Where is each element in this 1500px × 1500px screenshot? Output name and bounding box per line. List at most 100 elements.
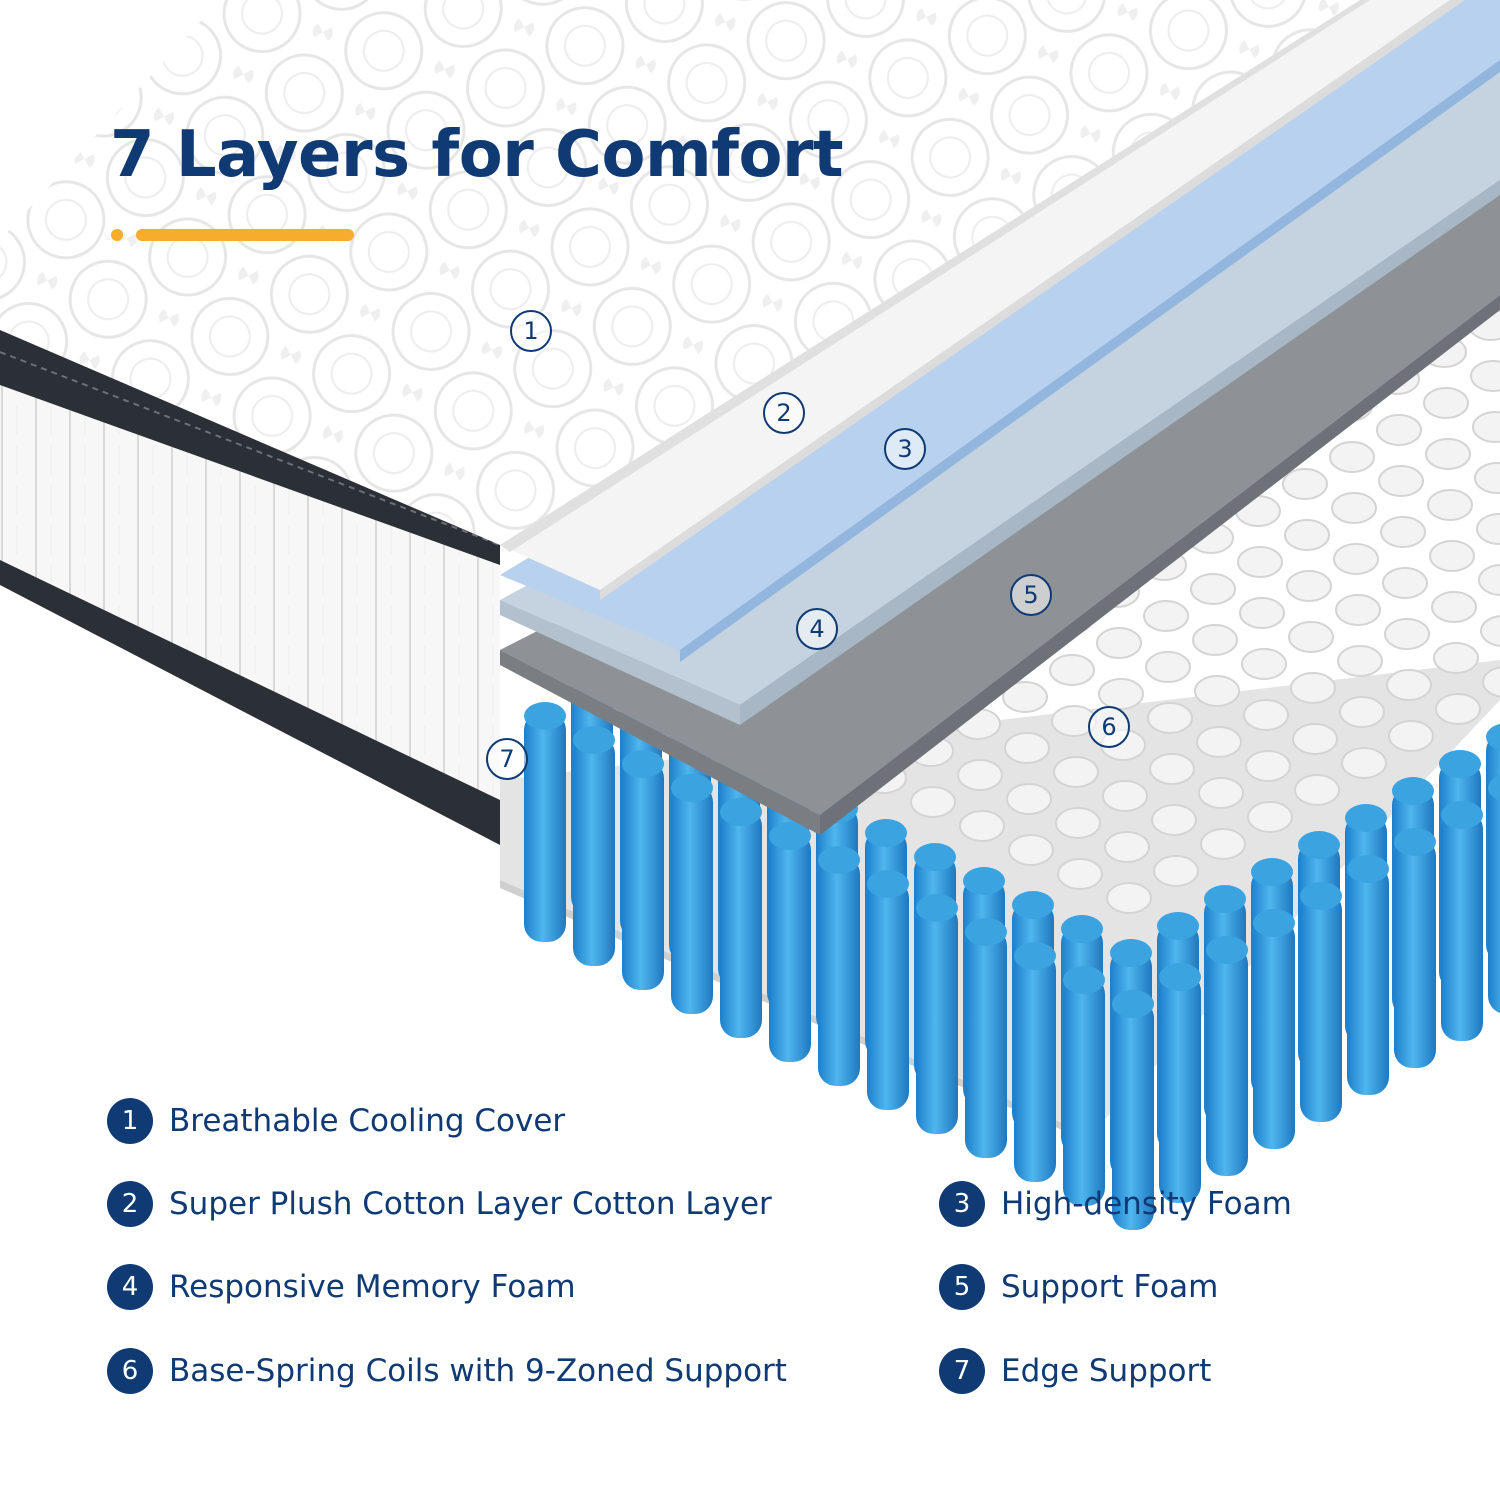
edge-coil xyxy=(1441,801,1483,1041)
inner-coil xyxy=(1294,774,1340,806)
inner-coil xyxy=(1388,720,1434,752)
legend-number-badge: 6 xyxy=(107,1348,153,1394)
inner-coil xyxy=(1384,618,1430,650)
inner-coil xyxy=(1427,489,1473,521)
legend-label: High-density Foam xyxy=(1001,1186,1292,1222)
inner-coil xyxy=(1331,492,1377,524)
inner-coil xyxy=(1239,597,1285,629)
inner-coil xyxy=(1329,441,1375,473)
inner-coil xyxy=(1284,519,1330,551)
legend-number-badge: 3 xyxy=(939,1181,985,1227)
callout-7: 7 xyxy=(486,738,528,780)
edge-coil xyxy=(1063,966,1105,1206)
inner-coil xyxy=(1196,726,1242,758)
inner-coil xyxy=(1292,723,1338,755)
inner-coil xyxy=(1057,858,1103,890)
quilted-cover xyxy=(0,0,1360,545)
legend-item-1: 1 Breathable Cooling Cover xyxy=(107,1097,565,1145)
inner-coil xyxy=(1380,516,1426,548)
legend-number-badge: 5 xyxy=(939,1264,985,1310)
legend-label: Edge Support xyxy=(1001,1353,1212,1389)
cotton-layer xyxy=(500,0,1450,590)
inner-coil xyxy=(1149,753,1195,785)
legend-number-badge: 4 xyxy=(107,1264,153,1310)
edge-coil xyxy=(916,894,958,1134)
inner-coil xyxy=(1282,468,1328,500)
accent-bar xyxy=(136,229,354,241)
inner-coil xyxy=(1341,747,1387,779)
edge-coil xyxy=(1488,775,1500,1013)
inner-coil xyxy=(1376,414,1422,446)
legend-item-7: 7 Edge Support xyxy=(939,1347,1211,1395)
edge-coil xyxy=(818,846,860,1086)
inner-coil xyxy=(1106,882,1152,914)
inner-coil xyxy=(1247,801,1293,833)
inner-coil xyxy=(1476,513,1500,545)
legend-item-5: 5 Support Foam xyxy=(939,1263,1218,1311)
legend-label: Super Plush Cotton Layer Cotton Layer xyxy=(169,1186,772,1222)
inner-coil xyxy=(1335,594,1381,626)
accent-dot xyxy=(111,229,123,241)
inner-coil xyxy=(1049,654,1095,686)
inner-coil xyxy=(1145,651,1191,683)
inner-coil xyxy=(1198,777,1244,809)
inner-coil xyxy=(1192,624,1238,656)
inner-coil xyxy=(1386,669,1432,701)
inner-coil xyxy=(1008,834,1054,866)
inner-coil xyxy=(1470,360,1500,392)
inner-coil xyxy=(1480,615,1500,647)
inner-coil xyxy=(1286,570,1332,602)
inner-coil xyxy=(1006,783,1052,815)
legend-label: Support Foam xyxy=(1001,1269,1219,1305)
edge-coil xyxy=(720,798,762,1038)
inner-coil xyxy=(910,786,956,818)
edge-coil xyxy=(965,918,1007,1158)
legend-item-4: 4 Responsive Memory Foam xyxy=(107,1263,576,1311)
edge-coil xyxy=(867,870,909,1110)
inner-coil xyxy=(959,810,1005,842)
inner-coil xyxy=(1378,465,1424,497)
inner-coil xyxy=(1435,693,1481,725)
inner-coil xyxy=(1147,702,1193,734)
edge-coil xyxy=(1159,963,1201,1203)
inner-coil xyxy=(1339,696,1385,728)
inner-coil xyxy=(1004,732,1050,764)
inner-coil xyxy=(1382,567,1428,599)
inner-coil xyxy=(1482,666,1500,698)
inner-coil xyxy=(1237,546,1283,578)
edge-coil xyxy=(1300,882,1342,1122)
inner-coil xyxy=(1002,681,1048,713)
inner-coil xyxy=(1337,645,1383,677)
inner-coil xyxy=(1474,462,1500,494)
inner-coil xyxy=(1425,438,1471,470)
inner-coil xyxy=(1053,756,1099,788)
inner-coil xyxy=(1194,675,1240,707)
legend-number-badge: 1 xyxy=(107,1098,153,1144)
inner-coil xyxy=(957,759,1003,791)
inner-coil xyxy=(1333,543,1379,575)
legend-label: Responsive Memory Foam xyxy=(169,1269,576,1305)
legend-label: Base-Spring Coils with 9-Zoned Support xyxy=(169,1353,787,1389)
edge-coil xyxy=(1394,828,1436,1068)
legend-item-3: 3 High-density Foam xyxy=(939,1180,1292,1228)
edge-coil xyxy=(1253,909,1295,1149)
edge-coil xyxy=(524,702,566,942)
edge-coil xyxy=(1112,990,1154,1230)
legend-item-6: 6 Base-Spring Coils with 9-Zoned Support xyxy=(107,1347,787,1395)
callout-5: 5 xyxy=(1010,574,1052,616)
edge-coil xyxy=(573,726,615,966)
inner-coil xyxy=(1431,591,1477,623)
edge-coil xyxy=(622,750,664,990)
inner-coil xyxy=(1055,807,1101,839)
edge-coil xyxy=(1014,942,1056,1182)
inner-coil xyxy=(1433,642,1479,674)
inner-coil xyxy=(1190,573,1236,605)
inner-coil xyxy=(1200,828,1246,860)
edge-coil xyxy=(769,822,811,1062)
inner-coil xyxy=(1143,600,1189,632)
inner-coil xyxy=(1290,672,1336,704)
page-title: 7 Layers for Comfort xyxy=(110,118,844,192)
inner-coil xyxy=(1243,699,1289,731)
inner-coil xyxy=(1478,564,1500,596)
